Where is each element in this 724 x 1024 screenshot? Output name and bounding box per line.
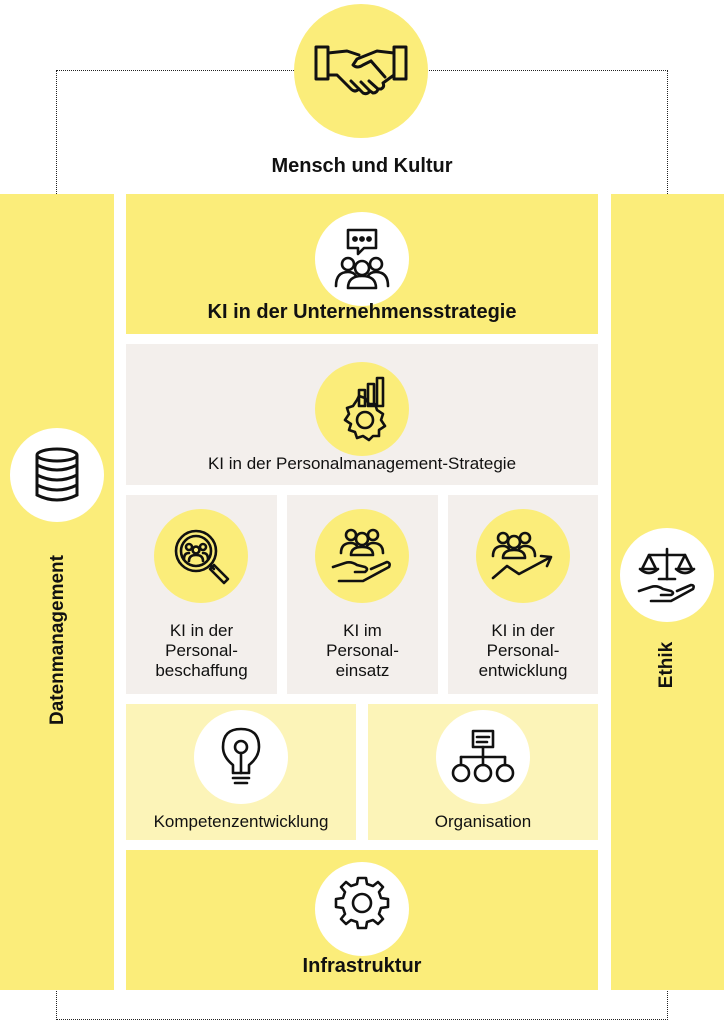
frame-bottom-dotted — [56, 988, 668, 1020]
team-chat-icon — [315, 212, 409, 306]
enabler-competence-title: Kompetenzentwicklung — [153, 812, 329, 831]
magnifier-people-icon — [154, 509, 248, 603]
hr-strategy-panel: KI in der Personalmanagement-Strategie — [126, 344, 598, 485]
left-column-panel — [0, 194, 114, 990]
people-growth-icon — [476, 509, 570, 603]
hr-strategy-title: KI in der Personalmanagement-Strategie — [207, 454, 517, 473]
handshake-icon — [294, 4, 428, 138]
hr-area-recruiting-line3: beschaffung — [155, 661, 248, 680]
hr-area-development-panel: KI in der Personal- entwicklung — [448, 495, 598, 694]
hr-area-recruiting-line1: KI in der — [169, 621, 234, 640]
hr-area-deployment-line1: KI im — [343, 621, 382, 640]
org-chart-icon — [436, 710, 530, 804]
enabler-organisation-panel: Organisation — [368, 704, 598, 840]
hr-area-development-line1: KI in der — [491, 621, 555, 640]
gear-network-icon — [315, 862, 409, 956]
hr-area-development-line3: entwicklung — [478, 661, 568, 680]
hr-area-development-line2: Personal- — [486, 641, 560, 660]
enabler-organisation-title: Organisation — [434, 812, 532, 831]
hr-area-recruiting-panel: KI in der Personal- beschaffung — [126, 495, 277, 694]
enabler-competence-panel: Kompetenzentwicklung — [126, 704, 356, 840]
scales-hand-icon — [620, 528, 714, 622]
right-title: Ethik — [656, 641, 677, 689]
infra-title: Infrastruktur — [302, 955, 422, 977]
hr-area-deployment-panel: KI im Personal- einsatz — [287, 495, 438, 694]
lightbulb-icon — [194, 710, 288, 804]
strategy-panel: KI in der Unternehmensstrategie — [126, 194, 598, 334]
hr-area-recruiting-line2: Personal- — [165, 641, 238, 660]
strategy-title: KI in der Unternehmensstrategie — [207, 301, 517, 323]
infra-panel: Infrastruktur — [126, 850, 598, 990]
hr-area-deployment-line3: einsatz — [335, 661, 390, 680]
gear-growth-icon — [315, 362, 409, 456]
hr-area-deployment-line2: Personal- — [326, 641, 399, 660]
database-icon — [10, 428, 104, 522]
hand-people-icon — [315, 509, 409, 603]
top-title: Mensch und Kultur — [271, 155, 453, 177]
left-title: Datenmanagement — [47, 555, 68, 725]
